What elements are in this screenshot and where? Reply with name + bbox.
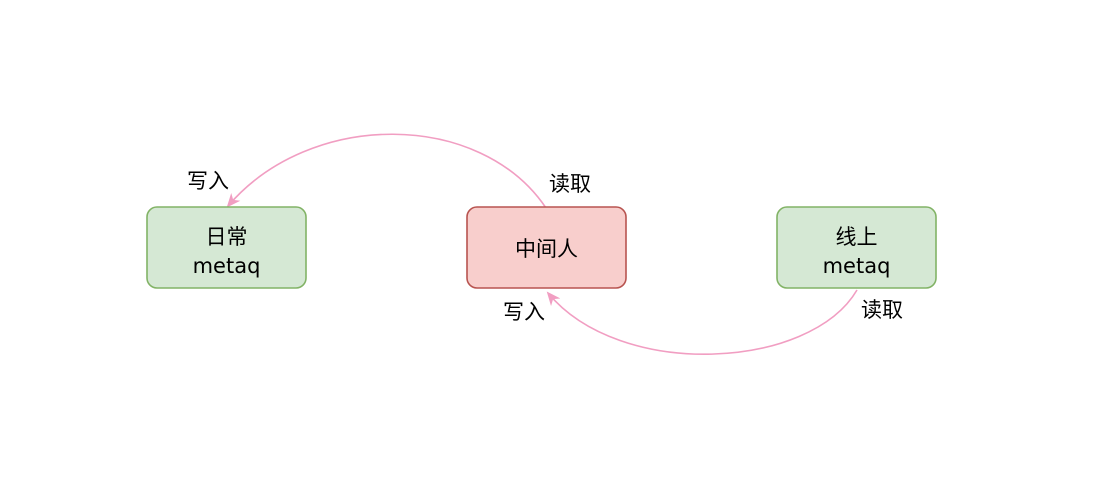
node-daily-metaq[interactable]: 日常 metaq [146,206,307,289]
node-daily-line2: metaq [193,254,261,278]
node-online-metaq[interactable]: 线上 metaq [776,206,937,289]
edge-online-to-middle [546,289,858,355]
node-online-line1: 线上 [836,225,878,249]
node-daily-box [146,206,307,289]
label-read-middle: 读取 [549,172,591,196]
label-read-online: 读取 [861,298,903,322]
label-write-middle: 写入 [503,300,545,324]
node-middle-label: 中间人 [515,237,578,261]
edge-middle-to-daily [226,133,547,209]
node-online-line2: metaq [823,254,891,278]
node-middleman[interactable]: 中间人 [466,206,627,289]
node-online-box [776,206,937,289]
label-write-daily: 写入 [187,169,229,193]
node-daily-line1: 日常 [206,225,248,249]
node-middle-box [466,206,627,289]
